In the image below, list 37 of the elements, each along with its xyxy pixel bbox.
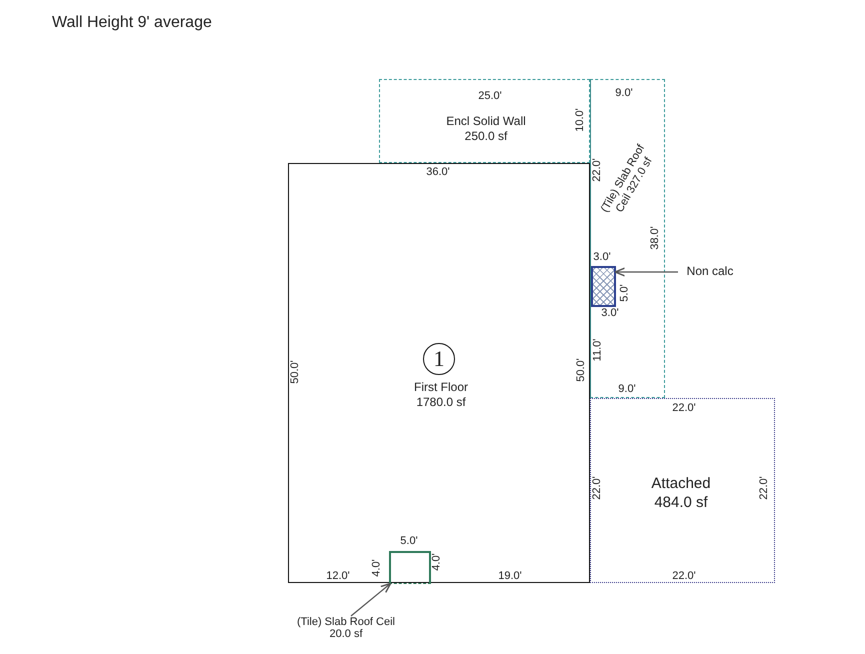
roof-area <box>590 79 665 398</box>
wall-area <box>379 79 590 163</box>
floor-area <box>288 163 590 583</box>
dimension-label: 50.0' <box>575 358 587 382</box>
dimension-label: 10.0' <box>574 108 586 132</box>
wall-height-note: Wall Height 9' average <box>52 14 212 32</box>
room-number-circle: 1 <box>423 343 455 375</box>
callout-text: Non calc <box>686 264 734 279</box>
hatched-area <box>591 266 616 307</box>
garage-area <box>590 398 775 583</box>
dimension-label: 38.0' <box>649 226 661 250</box>
dimension-label: 3.0' <box>593 251 611 263</box>
area-label: Encl Solid Wall 250.0 sf <box>445 114 527 144</box>
dimension-label: 9.0' <box>618 383 636 395</box>
dimension-label: 5.0' <box>619 284 631 302</box>
dimension-label: 5.0' <box>400 535 418 547</box>
area-label: Attached 484.0 sf <box>650 474 712 512</box>
leader-arrow <box>350 582 392 616</box>
dimension-label: 4.0' <box>431 553 443 571</box>
dimension-label: 25.0' <box>478 90 502 102</box>
callout-text: (Tile) Slab Roof Ceil 20.0 sf <box>296 616 396 640</box>
area-label: First Floor 1780.0 sf <box>413 380 469 410</box>
bump-out-area <box>389 551 431 584</box>
dimension-label: 22.0' <box>591 158 603 182</box>
dimension-label: 22.0' <box>672 402 696 414</box>
dimension-label: 12.0' <box>326 570 350 582</box>
dimension-label: 36.0' <box>426 166 450 178</box>
dimension-label: 4.0' <box>371 559 383 577</box>
dimension-label: 50.0' <box>289 360 301 384</box>
dimension-label: 3.0' <box>601 307 619 319</box>
dimension-label: 11.0' <box>591 338 603 362</box>
dimension-label: 9.0' <box>615 87 633 99</box>
dimension-label: 22.0' <box>758 476 770 500</box>
leader-arrow <box>614 267 678 277</box>
dimension-label: 22.0' <box>672 570 696 582</box>
dimension-label: 22.0' <box>591 476 603 500</box>
dimension-label: 19.0' <box>498 570 522 582</box>
